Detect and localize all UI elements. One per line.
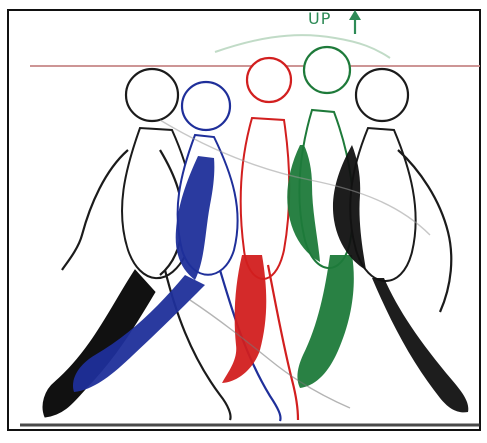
head: [356, 69, 408, 121]
back-arm: [62, 150, 128, 270]
front-leg-accent: [372, 278, 468, 412]
up-label: UP: [308, 9, 331, 28]
head: [126, 69, 178, 121]
up-annotation: UP: [308, 9, 361, 34]
head: [304, 47, 350, 93]
leg-accent: [297, 255, 353, 388]
head: [182, 82, 230, 130]
figure-white-right: [333, 69, 468, 412]
up-arrow-icon: [349, 10, 361, 34]
other-leg: [268, 265, 298, 420]
leg-accent: [222, 255, 266, 383]
torso: [241, 118, 290, 279]
head: [247, 58, 291, 102]
